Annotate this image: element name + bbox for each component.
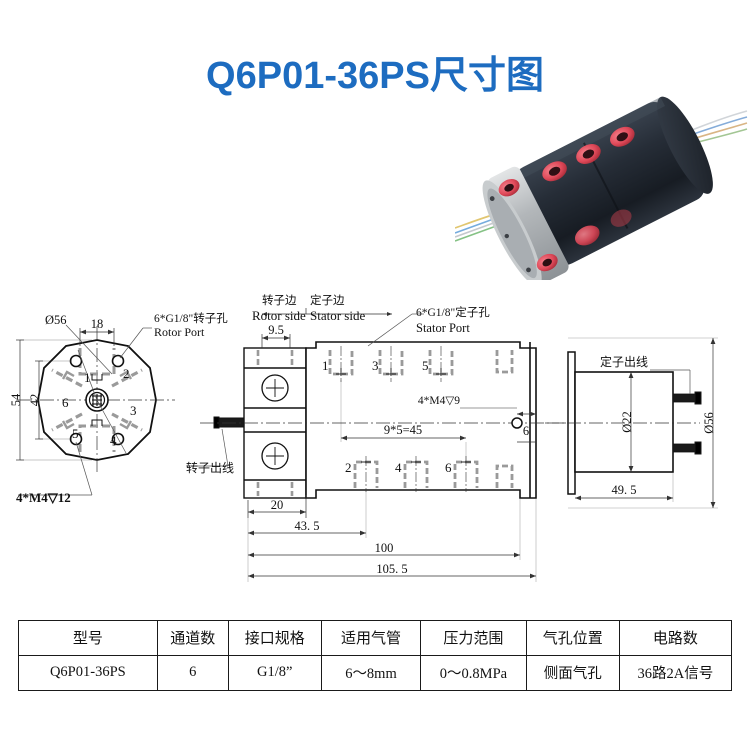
table-header-pressure: 压力范围 bbox=[420, 620, 527, 656]
dim-6-right: 6 bbox=[523, 424, 529, 438]
table-header-tube: 适用气管 bbox=[320, 620, 422, 656]
stator-port-number-3: 3 bbox=[372, 358, 379, 373]
table-cell-circuits: 36路2A信号 bbox=[618, 655, 733, 691]
dim-height-inner: 42 bbox=[28, 394, 42, 407]
table-cell-pressure: 0～0.8MPa bbox=[420, 655, 527, 691]
dim-inner-diameter-right: Ø22 bbox=[620, 411, 634, 433]
label-stator-wire: 定子出线 bbox=[600, 354, 648, 369]
dim-43-5: 43. 5 bbox=[295, 519, 320, 533]
table-header-row: 型号 通道数 接口规格 适用气管 压力范围 气孔位置 电路数 bbox=[18, 620, 733, 656]
label-rotor-side-en: Rotor side bbox=[252, 308, 306, 323]
table-header-channels: 通道数 bbox=[156, 620, 229, 656]
stator-port-number-5: 5 bbox=[422, 358, 429, 373]
table-header-port-position: 气孔位置 bbox=[525, 620, 620, 656]
label-rotor-port-cn: 6*G1/8"转子孔 bbox=[154, 311, 228, 325]
table-cell-interface: G1/8” bbox=[227, 655, 322, 691]
table-header-circuits: 电路数 bbox=[618, 620, 733, 656]
dim-105-5: 105. 5 bbox=[376, 562, 407, 576]
port-number-6: 6 bbox=[62, 395, 69, 410]
right-side-view bbox=[545, 337, 718, 509]
air-port-photo bbox=[542, 126, 635, 246]
dim-100: 100 bbox=[375, 541, 394, 555]
dim-outer-diameter-left: Ø56 bbox=[45, 313, 67, 327]
stator-port-number-4: 4 bbox=[395, 460, 402, 475]
stator-port-number-1: 1 bbox=[322, 358, 329, 373]
page-title: Q6P01-36PS尺寸图 bbox=[206, 55, 544, 97]
label-rotor-wire: 转子出线 bbox=[186, 460, 234, 475]
label-mount-holes: 4*M4▽12 bbox=[16, 490, 71, 505]
stator-port-number-2: 2 bbox=[345, 460, 352, 475]
dim-9-5: 9.5 bbox=[268, 323, 284, 337]
product-photo bbox=[455, 95, 750, 280]
label-stator-side-cn: 定子边 bbox=[310, 293, 345, 307]
table-cell-channels: 6 bbox=[156, 655, 229, 691]
table-cell-tube: 6～8mm bbox=[320, 655, 422, 691]
flange-port-photo bbox=[498, 179, 558, 272]
port-number-2: 2 bbox=[123, 366, 130, 381]
table-header-model: 型号 bbox=[18, 620, 158, 656]
stator-port-number-6: 6 bbox=[445, 460, 452, 475]
table-row: Q6P01-36PS 6 G1/8” 6～8mm 0～0.8MPa 侧面气孔 3… bbox=[18, 655, 733, 691]
dim-spacing: 9*5=45 bbox=[384, 423, 422, 437]
technical-drawing: Ø56 54 42 18 6*G1/8"转子孔 Rotor Port 4*M4▽… bbox=[0, 290, 750, 600]
dim-20: 20 bbox=[271, 498, 284, 512]
table-cell-model: Q6P01-36PS bbox=[18, 655, 158, 691]
label-m4-depth: 4*M4▽9 bbox=[418, 395, 460, 407]
label-stator-port-cn: 6*G1/8"定子孔 bbox=[416, 305, 490, 319]
label-stator-port-en: Stator Port bbox=[416, 321, 470, 335]
label-rotor-side-cn: 转子边 bbox=[262, 293, 297, 307]
table-cell-port-position: 侧面气孔 bbox=[525, 655, 620, 691]
dim-length-right: 49. 5 bbox=[612, 483, 637, 497]
port-number-3: 3 bbox=[130, 403, 137, 418]
label-rotor-port-en: Rotor Port bbox=[154, 325, 205, 339]
port-number-1: 1 bbox=[84, 370, 91, 385]
dim-outer-diameter-right: Ø56 bbox=[702, 412, 716, 434]
label-stator-side-en: Stator side bbox=[310, 308, 365, 323]
left-end-view bbox=[16, 324, 175, 496]
dim-top-width: 18 bbox=[91, 317, 104, 331]
center-front-view bbox=[186, 308, 600, 582]
port-number-4: 4 bbox=[110, 433, 117, 448]
spec-table: 型号 通道数 接口规格 适用气管 压力范围 气孔位置 电路数 Q6P01-36P… bbox=[18, 620, 733, 691]
port-number-5: 5 bbox=[72, 426, 79, 441]
table-header-interface: 接口规格 bbox=[227, 620, 322, 656]
dim-height-outer: 54 bbox=[9, 393, 23, 406]
